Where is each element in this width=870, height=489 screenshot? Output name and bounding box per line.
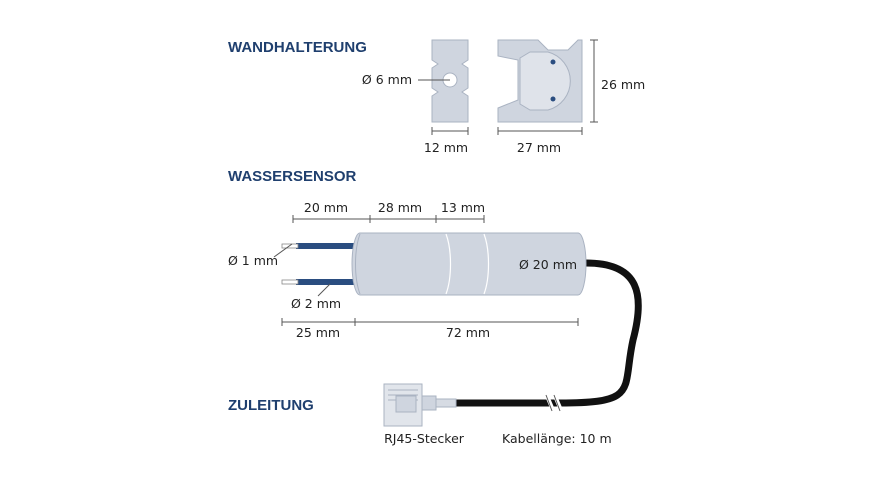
wall-mount-front-view [497, 39, 583, 123]
rj45-connector-icon [383, 383, 457, 427]
sensor-body [351, 232, 587, 296]
sensor-heading: WASSERSENSOR [228, 168, 357, 185]
wire-tip-diameter-label: Ø 1 mm [228, 253, 278, 268]
cable [452, 259, 642, 407]
wall-mount-height-dim [590, 39, 598, 123]
screw-bottom-icon [550, 96, 556, 102]
segment-2-label: 28 mm [378, 200, 422, 215]
segment-3-label: 13 mm [441, 200, 485, 215]
screw-top-icon [550, 59, 556, 65]
cable-break-icon [545, 394, 563, 412]
sensor-length-dims [281, 318, 579, 326]
body-length-label: 72 mm [446, 325, 490, 340]
sensor-wires [281, 243, 356, 285]
supply-heading: ZULEITUNG [228, 397, 314, 414]
wall-mount-heading: WANDHALTERUNG [228, 39, 367, 56]
cable-length-label: Kabellänge: 10 m [502, 431, 612, 446]
front-width-label: 27 mm [517, 140, 561, 155]
wire-tip-leader [273, 243, 293, 258]
wire-diameter-label: Ø 2 mm [291, 296, 341, 311]
sensor-segment-dims [292, 215, 485, 223]
body-diameter-label: Ø 20 mm [519, 257, 577, 272]
height-label: 26 mm [601, 77, 645, 92]
side-width-label: 12 mm [424, 140, 468, 155]
hole-diameter-label: Ø 6 mm [362, 72, 412, 87]
wall-mount-width-front-dim [497, 127, 583, 135]
segment-1-label: 20 mm [304, 200, 348, 215]
wall-mount-side-view [431, 39, 469, 123]
wire-leader [317, 283, 331, 297]
wall-mount-width-side-dim [431, 127, 469, 135]
connector-label: RJ45-Stecker [384, 431, 465, 446]
wire-length-label: 25 mm [296, 325, 340, 340]
